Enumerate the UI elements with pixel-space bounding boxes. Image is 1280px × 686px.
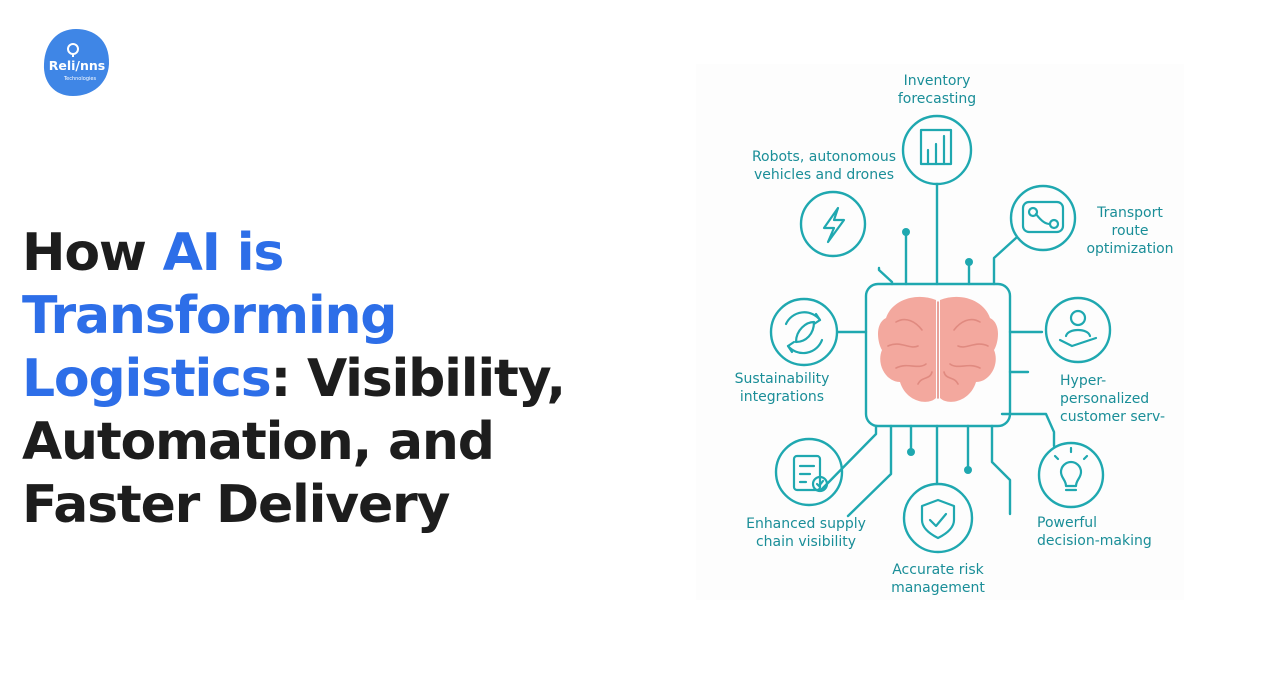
ai-logistics-diagram: Inventory forecasting Robots, autonomous…	[696, 64, 1184, 600]
label-robots: Robots, autonomous vehicles and drones	[751, 149, 897, 183]
route-map-icon	[1021, 200, 1065, 234]
lightbulb-icon	[1053, 446, 1089, 492]
label-supply: Enhanced supply chain visibility	[746, 516, 866, 550]
lightning-icon	[822, 206, 846, 244]
label-risk: Accurate risk management	[891, 562, 985, 596]
logo-badge-icon: Reli/nns Technologies	[43, 29, 110, 96]
node-circle-transport	[1009, 184, 1077, 252]
title-part-1: How	[22, 223, 163, 283]
label-sustainability: Sustainability integrations	[734, 371, 830, 405]
logo-text: Reli/nns	[49, 58, 105, 73]
node-circle-decision	[1037, 441, 1105, 509]
connector-lines	[819, 182, 1056, 518]
bar-chart-icon	[919, 128, 953, 166]
title-part-2: : Visibility, Automation, and Faster Del…	[22, 349, 566, 535]
label-transport: Transport route optimization	[1086, 205, 1174, 257]
diagram-graphic	[769, 114, 1112, 554]
label-decision: Powerful decision-making	[1037, 515, 1152, 549]
page-title: How AI is Transforming Logistics: Visibi…	[22, 222, 662, 537]
node-circle-supply	[774, 437, 844, 507]
center-box	[864, 282, 1012, 428]
node-circle-risk	[902, 482, 974, 554]
logo-subtext: Technologies	[63, 76, 97, 82]
company-logo[interactable]: Reli/nns Technologies	[40, 26, 112, 98]
brain-folds	[887, 301, 989, 399]
node-circle-customer	[1044, 296, 1112, 364]
clipboard-check-icon	[792, 454, 829, 493]
node-circle-robots	[799, 190, 867, 258]
recycle-leaf-icon	[784, 311, 824, 355]
title-highlight: AI is Transforming Logistics	[22, 223, 398, 409]
brain-icon	[878, 296, 998, 402]
label-inventory: Inventory forecasting	[897, 73, 977, 107]
label-customer: Hyper- personalized customer serv-	[1060, 373, 1165, 425]
person-hand-icon	[1058, 309, 1098, 348]
node-circle-inventory	[901, 114, 973, 186]
node-circle-sustainability	[769, 297, 839, 367]
shield-check-icon	[920, 498, 956, 540]
